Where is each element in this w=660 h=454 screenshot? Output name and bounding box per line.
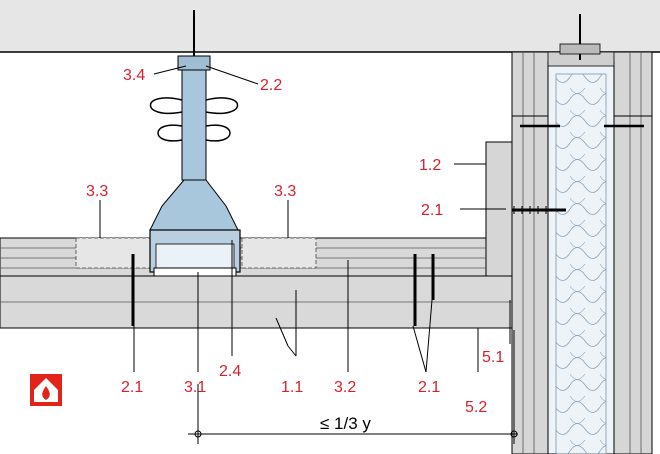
- fire-protection-house-icon: [30, 374, 62, 406]
- label-2-2: 2.2: [260, 77, 282, 94]
- label-5-2: 5.2: [465, 399, 487, 416]
- leader-lines: [99, 65, 511, 373]
- label-3-2: 3.2: [334, 379, 356, 396]
- label-2-4: 2.4: [219, 363, 241, 380]
- label-5-1: 5.1: [482, 349, 504, 366]
- label-3-1: 3.1: [184, 379, 206, 396]
- label-3-3-left: 3.3: [86, 183, 108, 200]
- wall-top-anchor: [559, 14, 601, 60]
- suspension-hanger: [149, 10, 239, 231]
- label-2-1-left: 2.1: [121, 379, 143, 396]
- label-1-2: 1.2: [419, 157, 441, 174]
- label-2-1-wall: 2.1: [421, 202, 443, 219]
- dimension-line: [188, 330, 518, 444]
- strip-insert-left: [75, 237, 151, 269]
- label-3-3-right: 3.3: [274, 183, 296, 200]
- dimension-text: ≤ 1/3 y: [320, 414, 371, 433]
- partition-wall: [511, 51, 653, 454]
- label-3-4: 3.4: [123, 67, 145, 84]
- label-2-1-right: 2.1: [418, 379, 440, 396]
- concrete-slab: [0, 0, 660, 53]
- strip-insert-right: [241, 237, 317, 269]
- channel-profile: [149, 229, 241, 277]
- wall-screws: [506, 124, 644, 214]
- label-1-1: 1.1: [281, 379, 303, 396]
- board-screws: [131, 254, 435, 326]
